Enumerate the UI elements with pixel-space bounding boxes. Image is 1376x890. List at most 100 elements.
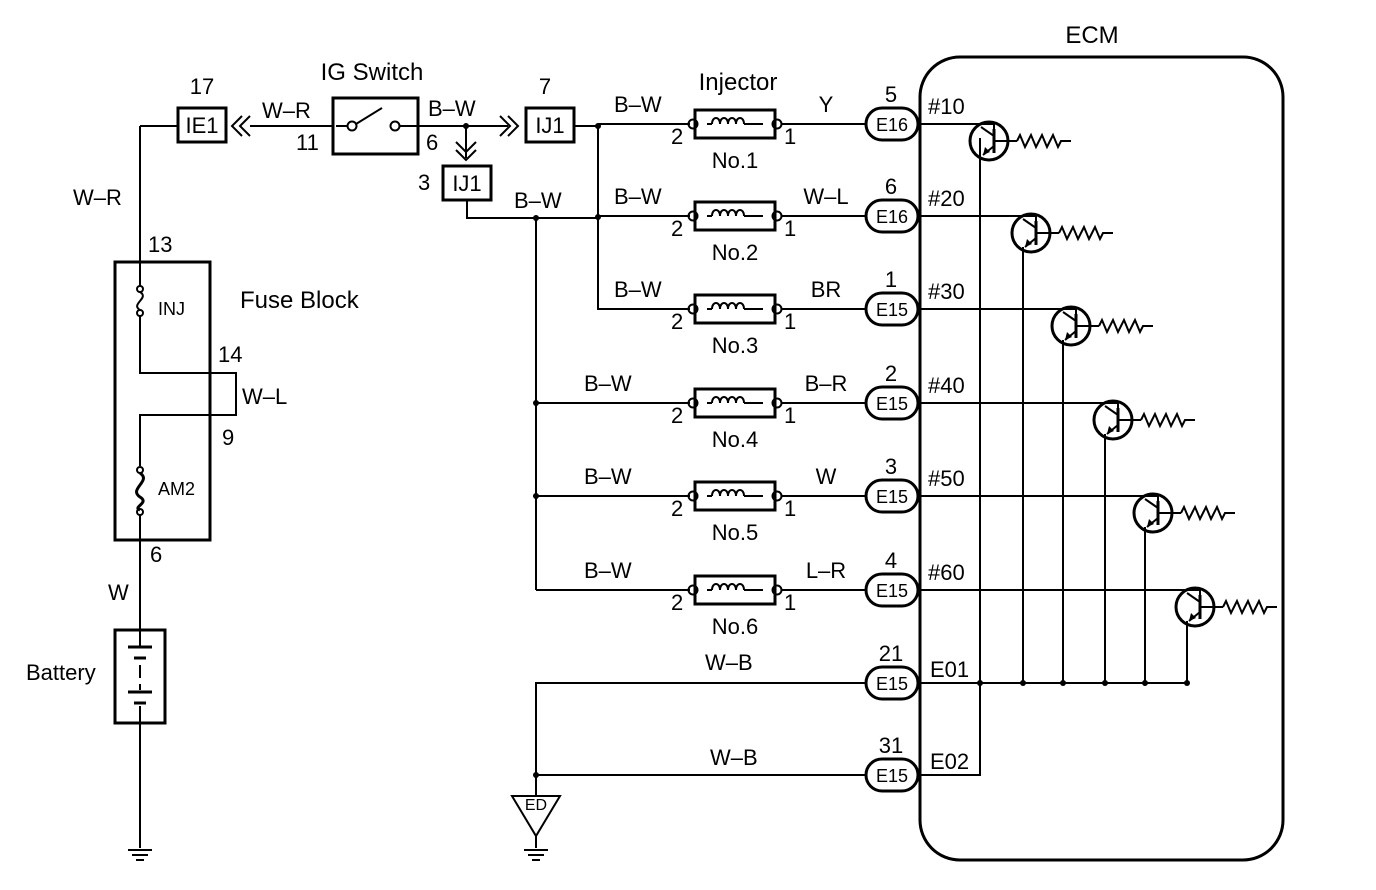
ecm-pin: 2 <box>885 361 897 386</box>
injector-pin-in: 2 <box>671 124 683 149</box>
injector-out-wire: BR <box>811 277 842 302</box>
injector-in-wire: B–W <box>584 558 632 583</box>
injector-name: No.6 <box>712 614 758 639</box>
battery-label: Battery <box>26 660 96 685</box>
ecm-connector <box>864 385 920 421</box>
ecm-pin: 6 <box>885 174 897 199</box>
injector-coil-icon <box>711 396 745 404</box>
ground-circuit: W–B W–B ED <box>510 650 866 861</box>
injector-out-wire: W–L <box>803 184 848 209</box>
injector-name: No.3 <box>712 333 758 358</box>
injector-out-wire: L–R <box>806 558 846 583</box>
connector-ie1-pin: 17 <box>190 74 214 99</box>
injector-pin-in: 2 <box>671 403 683 428</box>
ground-wire-e02: W–B <box>710 745 758 770</box>
ecm-signal: #40 <box>928 373 965 398</box>
driver-transistor-icon <box>920 305 1153 686</box>
connector-ij1-low-pin: 3 <box>418 170 430 195</box>
injector-pin-out: 1 <box>784 309 796 334</box>
ecm-connector <box>864 198 920 234</box>
connector-ij1-top-label: IJ1 <box>535 113 564 138</box>
driver-transistor-icon <box>920 212 1113 686</box>
driver-transistor-icon <box>920 120 1071 162</box>
connector-ij1-low-label: IJ1 <box>452 171 481 196</box>
injector-pin-out: 1 <box>784 590 796 615</box>
injector-coil-icon <box>711 489 745 497</box>
wire-battery: W <box>108 580 129 605</box>
injector-out-wire: Y <box>819 92 834 117</box>
ecm-pin: 4 <box>885 548 897 573</box>
ecm-connector-label: E15 <box>876 581 908 601</box>
ecm-connector-label: E16 <box>876 115 908 135</box>
injector-pin-out: 1 <box>784 496 796 521</box>
driver-transistor-icon <box>920 399 1195 686</box>
ecm-label: ECM <box>1065 22 1118 49</box>
fuse-block-label: Fuse Block <box>240 287 360 314</box>
ecm-connector-label: E15 <box>876 394 908 414</box>
ecm-connector <box>864 291 920 327</box>
injector-name: No.2 <box>712 240 758 265</box>
fuse-inj-label: INJ <box>158 299 185 319</box>
injector-in-wire: B–W <box>614 92 662 117</box>
driver-transistor-icon <box>920 586 1277 686</box>
injector-title: Injector <box>699 69 778 96</box>
battery: Battery <box>26 628 167 861</box>
ecm-signal: #60 <box>928 560 965 585</box>
injector-pin-in: 2 <box>671 590 683 615</box>
ig-switch-label: IG Switch <box>321 59 424 86</box>
ecm-pin: 5 <box>885 82 897 107</box>
ground-label: ED <box>525 797 547 814</box>
injector-name: No.4 <box>712 427 758 452</box>
ig-switch: IG Switch 6 <box>321 59 438 156</box>
injector-name: No.1 <box>712 148 758 173</box>
ecm-connector <box>864 572 920 608</box>
injector-coil-icon <box>711 117 745 125</box>
driver-transistor-icon <box>920 492 1235 686</box>
wire-ij1-low-out: B–W <box>514 188 562 213</box>
ecm-pin: 1 <box>885 267 897 292</box>
injector-pin-in: 2 <box>671 496 683 521</box>
ecm-connector-label: E15 <box>876 487 908 507</box>
ecm-connector <box>864 665 920 701</box>
injector-row-6: B–W 2 1No.6 L–R E15 4 #60 <box>536 548 965 639</box>
injector-coil-icon <box>711 209 745 217</box>
ecm-signal: E02 <box>930 749 969 774</box>
switch-output: B–W IJ1 7 IJ1 3 B–W <box>418 74 576 219</box>
ecm-connector <box>864 478 920 514</box>
ecm-signal: #30 <box>928 279 965 304</box>
switch-pin-out: 6 <box>426 130 438 155</box>
injector-out-wire: B–R <box>805 371 848 396</box>
wire-fuse-to-ie1: W–R <box>73 185 122 210</box>
fuse-pin-bottom: 6 <box>150 542 162 567</box>
injector-in-wire: B–W <box>584 464 632 489</box>
ecm-signal: #20 <box>928 186 965 211</box>
injector-row-4: B–W 2 1No.4 B–R E15 2 #40 <box>536 361 965 452</box>
fuse-pin-mid: 14 <box>218 342 242 367</box>
ecm-drivers <box>920 120 1277 686</box>
ecm-connector <box>864 757 920 793</box>
injector-in-wire: B–W <box>614 277 662 302</box>
injector-in-wire: B–W <box>584 371 632 396</box>
power-feed: W–R IE1 17 W–R 11 <box>73 74 335 262</box>
connector-ie1 <box>176 106 228 144</box>
ground-wire-e01: W–B <box>705 650 753 675</box>
connector-ij1-top-pin: 7 <box>539 74 551 99</box>
ecm-connector-label: E15 <box>876 300 908 320</box>
ecm-signal: #50 <box>928 466 965 491</box>
ecm-signal: #10 <box>928 94 965 119</box>
fuse-am2-label: AM2 <box>158 479 195 499</box>
fuse-pin-top: 13 <box>148 232 172 257</box>
injector-coil-icon <box>711 583 745 591</box>
wire-switch-out: B–W <box>428 96 476 121</box>
ecm-pin: 31 <box>879 733 903 758</box>
injector-pin-out: 1 <box>784 403 796 428</box>
fuse-block: Fuse Block 13 INJ 14 9 W–L AM2 6 W <box>108 232 360 630</box>
ecm-pin: 3 <box>885 454 897 479</box>
